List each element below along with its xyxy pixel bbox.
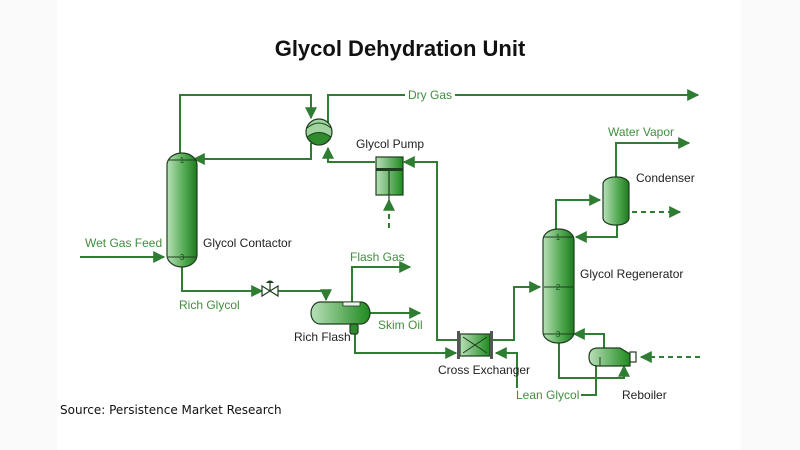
flash-gas-label: Flash Gas [350, 250, 405, 264]
glycol-contactor-label: Glycol Contactor [203, 236, 292, 250]
regenerator-nozzle-1: 1 [556, 233, 561, 242]
reboiler-vapor-line [572, 328, 605, 348]
rich-flash-drum [310, 301, 371, 335]
regenerator-nozzle-3: 3 [556, 330, 561, 339]
regenerator-to-reboiler-line [558, 341, 630, 379]
water-vapor-line [615, 137, 691, 178]
reflux-line [574, 224, 618, 243]
valve-to-flash-line [278, 289, 332, 302]
dry-gas-line [327, 89, 700, 130]
rich-glycol-label: Rich Glycol [179, 298, 240, 312]
contactor-nozzle-1: 1 [180, 156, 185, 165]
regenerator-nozzle-2: 2 [556, 283, 561, 292]
regenerator-to-condenser-line [555, 194, 602, 233]
control-valve [261, 280, 279, 298]
rich-flash-label: Rich Flash [294, 330, 351, 344]
reboiler [588, 347, 637, 367]
cross-exchanger [457, 331, 493, 359]
gas-glycol-heat-exchanger [305, 118, 333, 146]
condenser-label: Condenser [636, 171, 695, 185]
lean-glycol-to-contactor-line [192, 143, 312, 165]
cross-exchanger-label: Cross Exchanger [438, 363, 530, 377]
diagram-title: Glycol Dehydration Unit [275, 36, 526, 61]
lean-glycol-label-bg [515, 388, 581, 402]
dry-gas-label-bg [405, 88, 455, 102]
contactor-nozzle-3: 3 [180, 253, 185, 262]
glycol-pump-label: Glycol Pump [356, 137, 424, 151]
flash-gas-line [351, 261, 412, 303]
glycol-contactor: 1 3 [166, 152, 198, 268]
dry-gas-label: Dry Gas [408, 88, 452, 102]
exchanger-to-regenerator-line [490, 281, 542, 341]
wet-gas-feed-label: Wet Gas Feed [85, 236, 162, 250]
reboiler-label: Reboiler [622, 388, 667, 402]
water-vapor-label: Water Vapor [608, 125, 674, 139]
lean-glycol-label: Lean Glycol [516, 388, 579, 402]
glycol-pump [375, 156, 404, 200]
condenser [602, 176, 630, 226]
skim-oil-label: Skim Oil [378, 318, 423, 332]
glycol-regenerator: 1 2 3 [542, 228, 575, 344]
pump-discharge-line [322, 146, 375, 163]
source-caption: Source: Persistence Market Research [60, 403, 282, 417]
flash-to-exchanger-line [354, 334, 458, 359]
lean-glycol-to-pump-line [402, 156, 460, 341]
contactor-overhead-line [179, 94, 317, 157]
glycol-regenerator-label: Glycol Regenerator [580, 267, 683, 281]
rich-glycol-line [181, 264, 264, 297]
